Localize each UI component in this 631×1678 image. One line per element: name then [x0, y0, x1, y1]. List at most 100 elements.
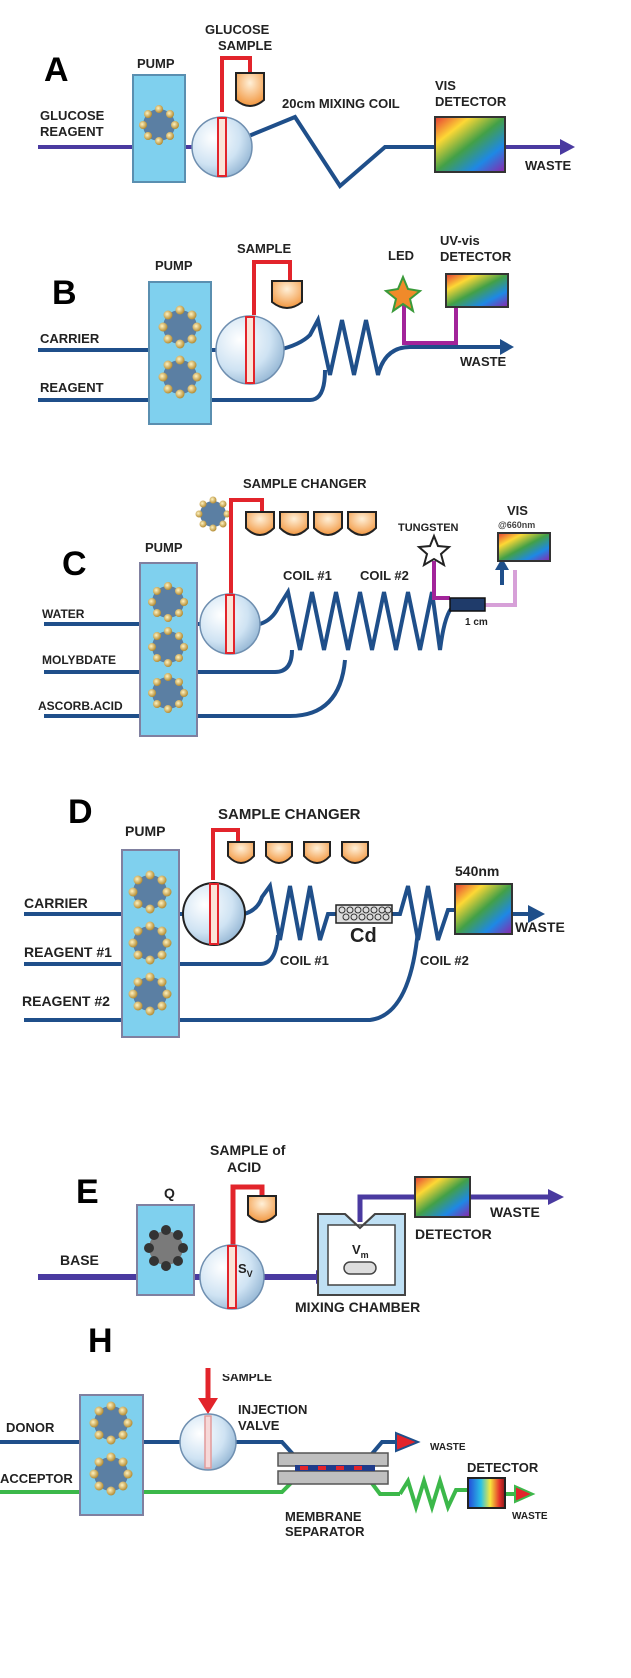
panel-c-light-fiber — [432, 561, 450, 600]
panel-a-coil-label: 20cm MIXING COIL — [282, 96, 400, 111]
panel-h-sample-loop — [204, 1415, 212, 1469]
panel-a-pump-head — [139, 105, 179, 145]
panel-h-acceptor-coil — [398, 1474, 468, 1514]
panel-c-coil2-label: COIL #2 — [360, 568, 409, 583]
panel-b-uv-vis-detector — [445, 273, 509, 308]
panel-a-pump-label: PUMP — [137, 56, 175, 71]
panel-d-cd-label: Cd — [350, 925, 377, 947]
panel-a-inlet-label-1: GLUCOSE — [40, 108, 105, 123]
panel-e-chamber-interior — [327, 1224, 396, 1286]
panel-h-injection-label-1: INJECTION — [238, 1402, 307, 1417]
panel-b-optical-fibers — [402, 303, 458, 345]
panel-c-water-label: WATER — [42, 607, 85, 621]
panel-h-sample-label-mask — [210, 1362, 280, 1374]
panel-c-coils — [259, 586, 457, 651]
panel-b-sample-label: SAMPLE — [237, 241, 292, 256]
panel-e: E SAMPLE of ACID Q BASE WASTE DETECTOR M… — [38, 1142, 564, 1315]
panel-b-pump-label: PUMP — [155, 258, 193, 273]
panel-h-membrane — [295, 1465, 375, 1471]
panel-e-pump-label: Q — [164, 1185, 175, 1201]
panel-e-base-label: BASE — [60, 1252, 99, 1268]
panel-d-detector — [454, 883, 513, 935]
panel-d-carrier-label: CARRIER — [24, 895, 88, 911]
panel-c-coil1-label: COIL #1 — [283, 568, 332, 583]
panel-a-vis-detector — [434, 116, 506, 173]
panel-d-cadmium-granules — [338, 906, 392, 921]
panel-h-acceptor-label: ACCEPTOR — [0, 1471, 73, 1486]
panel-a-sample-loop — [217, 117, 227, 177]
panel-c-letter: C — [62, 545, 87, 583]
panel-b-led-star-icon — [383, 274, 423, 314]
panel-c-sample-line — [229, 498, 264, 595]
panel-d-coil2-label: COIL #2 — [420, 953, 469, 968]
panel-c-flow-cell — [449, 597, 486, 612]
panel-a-sample-label-2: SAMPLE — [218, 38, 273, 53]
panel-e-mixing-chamber-label: MIXING CHAMBER — [295, 1299, 420, 1315]
panel-d-waste-label: WASTE — [515, 919, 565, 935]
panel-d-pump-label: PUMP — [125, 823, 165, 839]
panel-c-molybdate-label: MOLYBDATE — [42, 653, 116, 667]
panel-h-sample-arrow — [198, 1398, 218, 1414]
panel-h-membrane-segments — [300, 1466, 362, 1470]
panel-d-wavelength-label: 540nm — [455, 863, 499, 879]
panel-b-waste-label: WASTE — [460, 354, 507, 369]
panel-d: D PUMP SAMPLE CHANGER CARRIER REAGENT #1… — [22, 793, 565, 1038]
panel-d-cadmium-column — [335, 904, 393, 924]
panel-d-sample-changer-label: SAMPLE CHANGER — [218, 806, 361, 823]
panel-h: H SAMPLE DONOR ACCEPTOR INJECTION VALVE … — [0, 1322, 548, 1539]
panel-b-detector-label-2: DETECTOR — [440, 249, 512, 264]
panel-c-out-arrow — [495, 558, 509, 570]
panel-b-reaction-coil — [277, 314, 500, 376]
panel-d-coil2 — [392, 885, 455, 941]
panel-e-sample-label-2: ACID — [227, 1159, 261, 1175]
panel-b-sample-line — [252, 260, 292, 315]
panel-c-ascorb-label: ASCORB.ACID — [38, 699, 123, 713]
panel-d-sample-cups — [227, 841, 369, 864]
panel-a-waste-label: WASTE — [525, 158, 572, 173]
panel-c-pump-label: PUMP — [145, 540, 183, 555]
panel-e-pump-head — [144, 1225, 188, 1271]
panel-c-tungsten-lamp-icon — [416, 533, 452, 568]
panel-h-pump-heads — [89, 1401, 133, 1496]
panel-e-sample-line — [230, 1184, 265, 1245]
panel-b-detector-label-1: UV-vis — [440, 233, 480, 248]
panel-h-waste-bottom-label: WASTE — [512, 1511, 548, 1522]
panel-b-pump-head-1 — [158, 305, 202, 349]
panel-b-reagent-tube — [38, 369, 327, 402]
panel-d-reagent1-label: REAGENT #1 — [24, 944, 112, 960]
panel-d-reagent1-tube — [24, 934, 280, 966]
panel-b: B PUMP SAMPLE LED UV-vis DETECTOR CARRIE… — [38, 233, 514, 425]
panel-a-waste-arrow — [560, 139, 575, 155]
panel-h-separator-top — [277, 1452, 389, 1467]
panel-a-sample-line — [220, 56, 252, 112]
panel-c: C SAMPLE CHANGER PUMP WATER MOLYBDATE AS… — [38, 476, 551, 737]
panel-d-waste-arrow — [528, 905, 545, 923]
panel-c-autosampler-wheel — [195, 496, 231, 532]
panel-a-inlet-label-2: REAGENT — [40, 124, 104, 139]
panel-a-letter: A — [44, 51, 69, 89]
panel-h-separator-bottom — [277, 1470, 389, 1485]
panel-c-cell-label: 1 cm — [465, 617, 488, 628]
panel-c-sample-loop — [225, 594, 235, 654]
panel-h-membrane-label-1: MEMBRANE — [285, 1509, 362, 1524]
panel-a-sample-cup — [235, 72, 265, 107]
panel-b-led-label: LED — [388, 248, 414, 263]
panel-e-chamber-notch — [344, 1213, 376, 1230]
panel-c-wavelength-label: @660nm — [498, 520, 535, 530]
panel-b-letter: B — [52, 274, 77, 312]
panel-e-stir-bar — [343, 1261, 377, 1275]
panel-d-reagent2-tube — [24, 929, 420, 1022]
panel-h-letter: H — [88, 1322, 113, 1360]
panel-b-pump-head-2 — [158, 355, 202, 399]
panel-b-sample-loop — [245, 316, 255, 384]
panel-a-mixing-coil — [221, 114, 435, 190]
panel-c-ascorb-tube — [44, 659, 347, 718]
panel-c-sample-changer-label: SAMPLE CHANGER — [243, 476, 367, 491]
panel-h-acceptor-waste-arrow — [514, 1484, 536, 1504]
panel-d-pump-heads — [128, 870, 172, 1016]
panel-a-detector-label-2: DETECTOR — [435, 94, 507, 109]
panel-h-injection-label-2: VALVE — [238, 1418, 280, 1433]
panel-c-vis-label: VIS — [507, 503, 528, 518]
panel-e-outlet-tube — [357, 1194, 550, 1222]
